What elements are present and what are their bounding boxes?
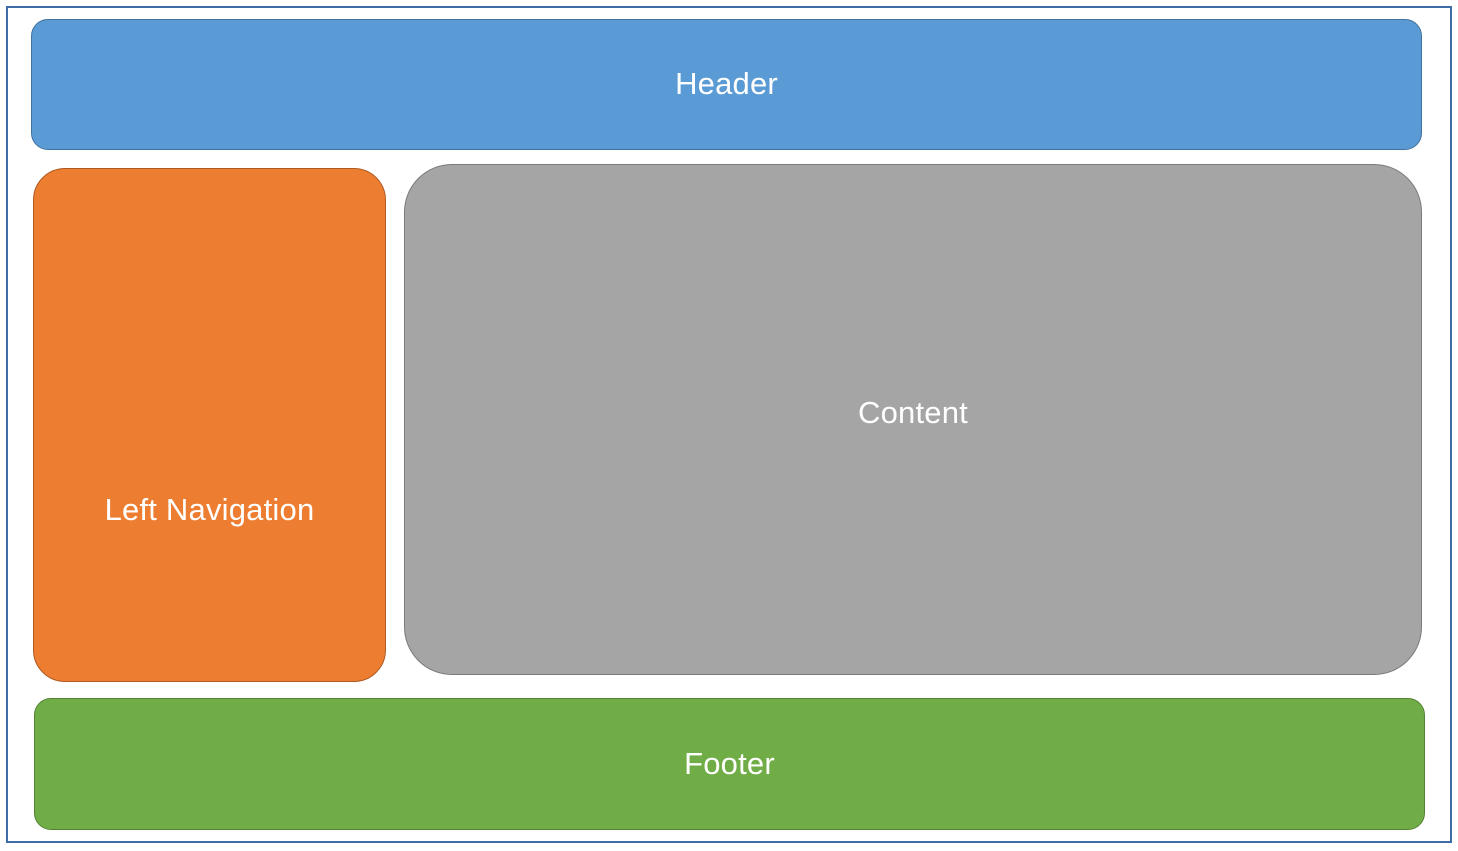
header-label: Header xyxy=(675,66,778,102)
footer-label: Footer xyxy=(684,745,775,781)
left-navigation-label: Left Navigation xyxy=(104,491,315,527)
footer-region[interactable]: Footer xyxy=(34,698,1425,830)
content-region[interactable]: Content xyxy=(404,164,1422,675)
content-label: Content xyxy=(858,395,968,431)
left-navigation-region[interactable]: Left Navigation xyxy=(33,168,386,682)
header-region[interactable]: Header xyxy=(31,19,1422,150)
